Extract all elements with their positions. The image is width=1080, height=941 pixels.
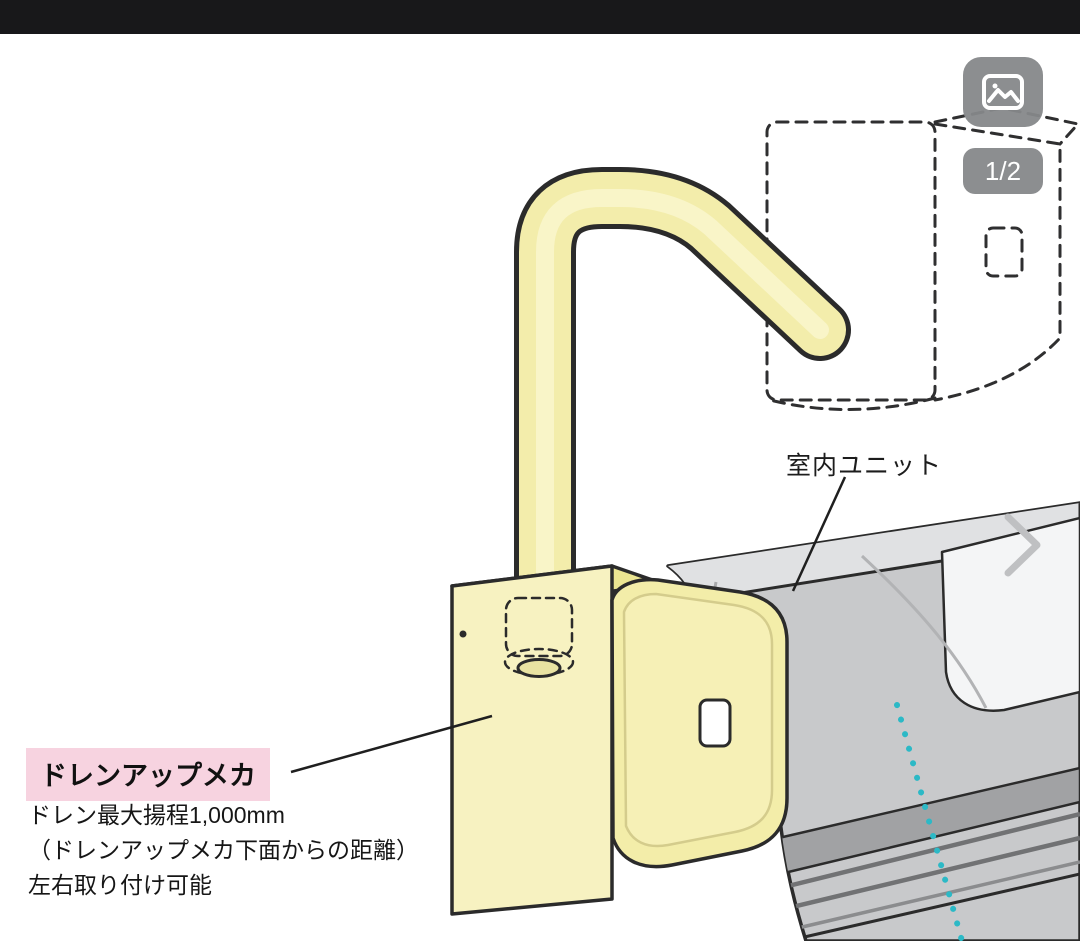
drain-pipe xyxy=(514,167,851,699)
drain-up-unit xyxy=(450,564,789,916)
spec-note-line: ドレン最大揚程1,000mm xyxy=(28,802,285,828)
hidden-inlet-dashed xyxy=(503,596,575,677)
inlet-ring xyxy=(516,658,562,678)
gallery-button[interactable] xyxy=(963,57,1043,127)
photo-gallery-icon xyxy=(982,74,1024,110)
drain-mechanism-label: ドレンアップメカ xyxy=(26,748,270,801)
top-bar xyxy=(0,0,1080,34)
next-image-button[interactable] xyxy=(1000,510,1046,580)
aircon-diagram xyxy=(290,106,1080,941)
chevron-right-icon xyxy=(1004,513,1041,577)
spec-notes: ドレン最大揚程1,000mm （ドレンアップメカ下面からの距離） 左右取り付け可… xyxy=(28,798,419,903)
spec-note-line: 左右取り付け可能 xyxy=(28,872,212,898)
pump-slot xyxy=(698,698,732,748)
screw-dot xyxy=(459,630,467,638)
spec-note-line: （ドレンアップメカ下面からの距離） xyxy=(28,837,419,863)
product-image-stage[interactable]: 室内ユニット ドレンアップメカ ドレン最大揚程1,000mm （ドレンアップメカ… xyxy=(0,34,1080,941)
page-count-badge: 1/2 xyxy=(963,148,1043,194)
indoor-unit-leader-line xyxy=(791,476,847,592)
drain-label-leader-line xyxy=(290,714,493,774)
indoor-unit-label: 室内ユニット xyxy=(786,452,943,480)
unit-white-panel xyxy=(940,516,1080,712)
piping-dotted-line xyxy=(894,702,965,941)
